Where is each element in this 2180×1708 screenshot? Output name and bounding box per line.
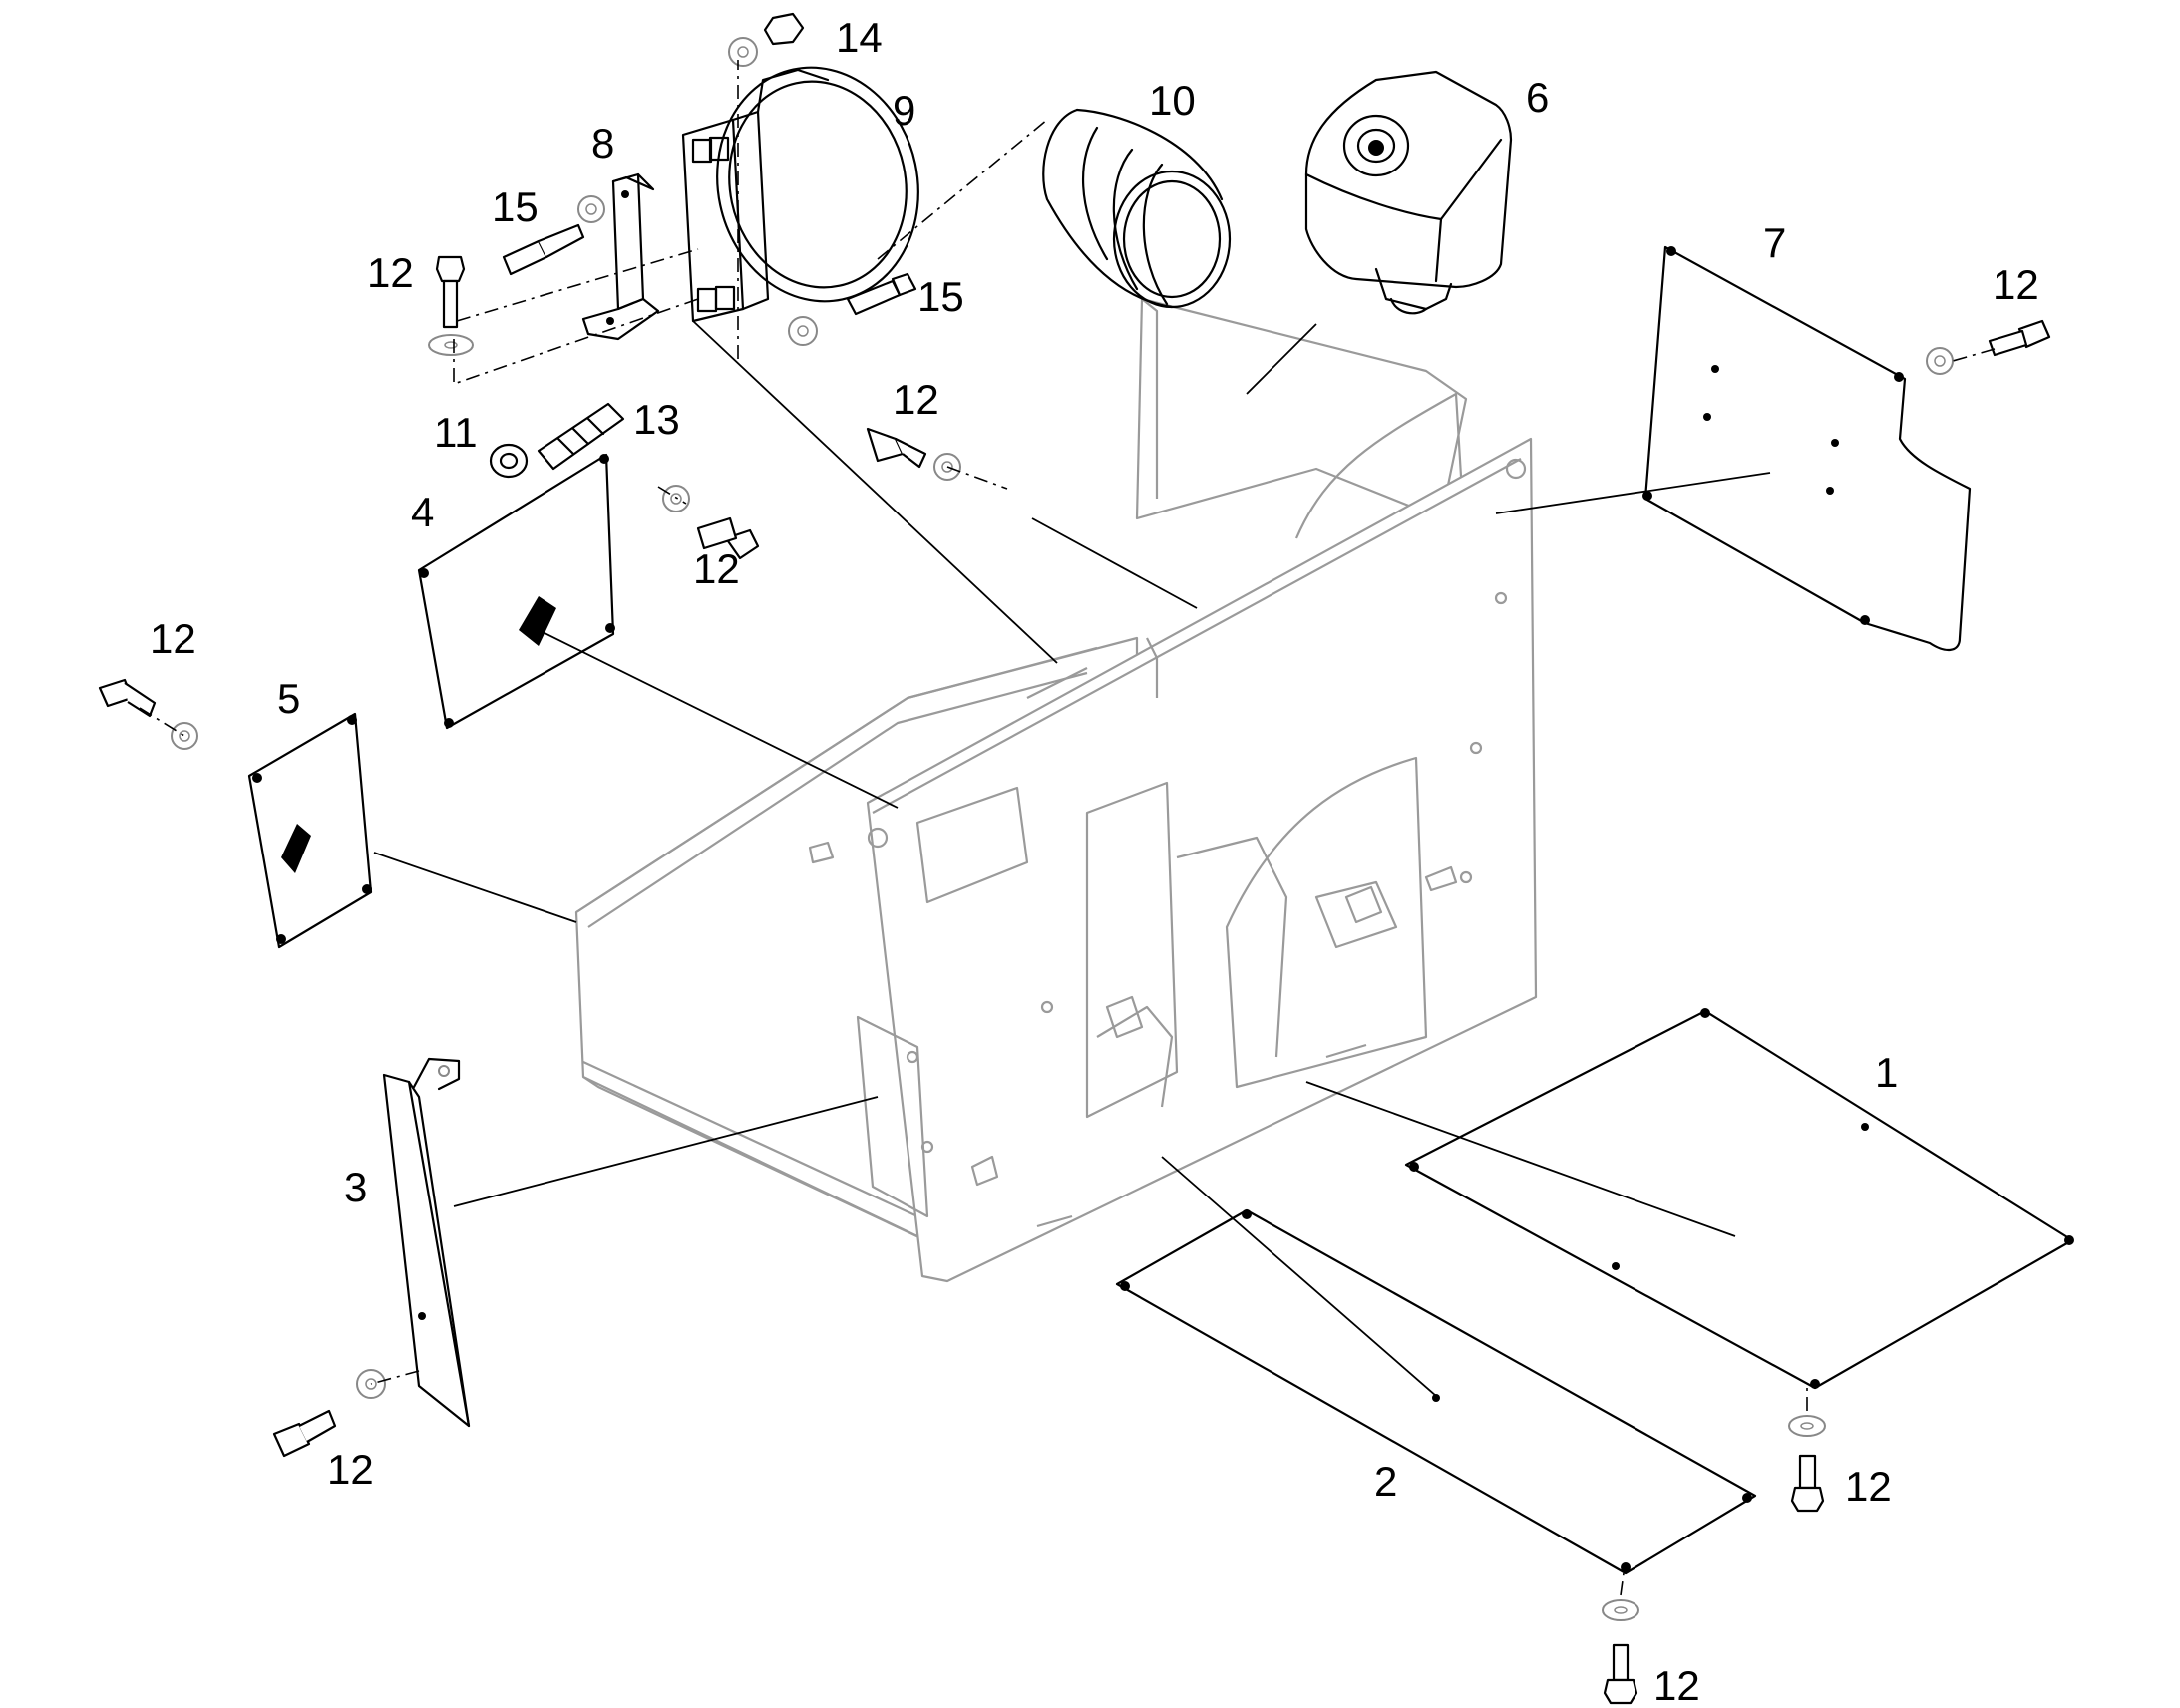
callout-1: 1 xyxy=(1875,1049,1898,1096)
callout-4: 4 xyxy=(411,489,434,535)
callout-12h: 12 xyxy=(1653,1662,1700,1708)
part-6-reservoir-tank xyxy=(1304,70,1513,315)
callout-14: 14 xyxy=(836,14,883,61)
part-15-bolt-lower xyxy=(788,272,917,346)
callout-6: 6 xyxy=(1526,74,1549,121)
part-5-access-plate xyxy=(247,712,373,949)
part-7-side-panel xyxy=(1642,245,1972,651)
callout-2: 2 xyxy=(1374,1458,1397,1505)
callout-12b: 12 xyxy=(893,376,939,423)
callout-9: 9 xyxy=(893,87,915,134)
callout-12d: 12 xyxy=(150,615,196,662)
callout-12c: 12 xyxy=(693,545,740,592)
part-12-bolt-b xyxy=(662,485,760,560)
part-3-angle-strip xyxy=(382,1057,471,1428)
callout-8: 8 xyxy=(591,120,614,167)
callout-12a: 12 xyxy=(367,249,414,296)
part-2-cover-plate xyxy=(1115,1208,1757,1575)
part-12-bolt-a xyxy=(428,255,474,356)
part-14-nut xyxy=(728,12,805,67)
part-12-bolt-f xyxy=(272,1369,386,1458)
part-15-bolt-upper xyxy=(502,195,605,276)
part-8-mount-bracket xyxy=(581,172,660,341)
part-12-bolt-d xyxy=(98,678,198,750)
leader-lines xyxy=(139,60,1996,1596)
callout-7: 7 xyxy=(1763,219,1786,266)
callout-12f: 12 xyxy=(327,1446,374,1493)
part-13-threaded-stud xyxy=(537,402,625,471)
callout-10: 10 xyxy=(1149,77,1196,124)
part-12-bolt-h xyxy=(1602,1599,1639,1705)
callout-labels: 1 2 3 4 5 6 7 8 9 10 11 13 14 15 15 12 1… xyxy=(150,14,2039,1708)
callout-12e: 12 xyxy=(1993,261,2039,308)
callout-15b: 15 xyxy=(917,273,964,320)
callout-15a: 15 xyxy=(492,183,539,230)
part-9-hose-clamp xyxy=(681,66,919,323)
callout-5: 5 xyxy=(277,675,300,722)
callout-11: 11 xyxy=(434,409,478,456)
part-12-bolt-g xyxy=(1788,1415,1826,1513)
part-12-bolt-c xyxy=(866,427,961,481)
part-1-cover-plate xyxy=(1404,1008,2074,1390)
part-11-spacer xyxy=(489,443,529,479)
part-10-sleeve xyxy=(1042,108,1232,309)
callout-12g: 12 xyxy=(1845,1463,1892,1510)
part-4-access-plate xyxy=(417,453,615,730)
callout-13: 13 xyxy=(633,396,680,443)
part-12-bolt-e xyxy=(1926,319,2051,375)
main-frame xyxy=(574,297,1538,1283)
callout-3: 3 xyxy=(344,1164,367,1210)
